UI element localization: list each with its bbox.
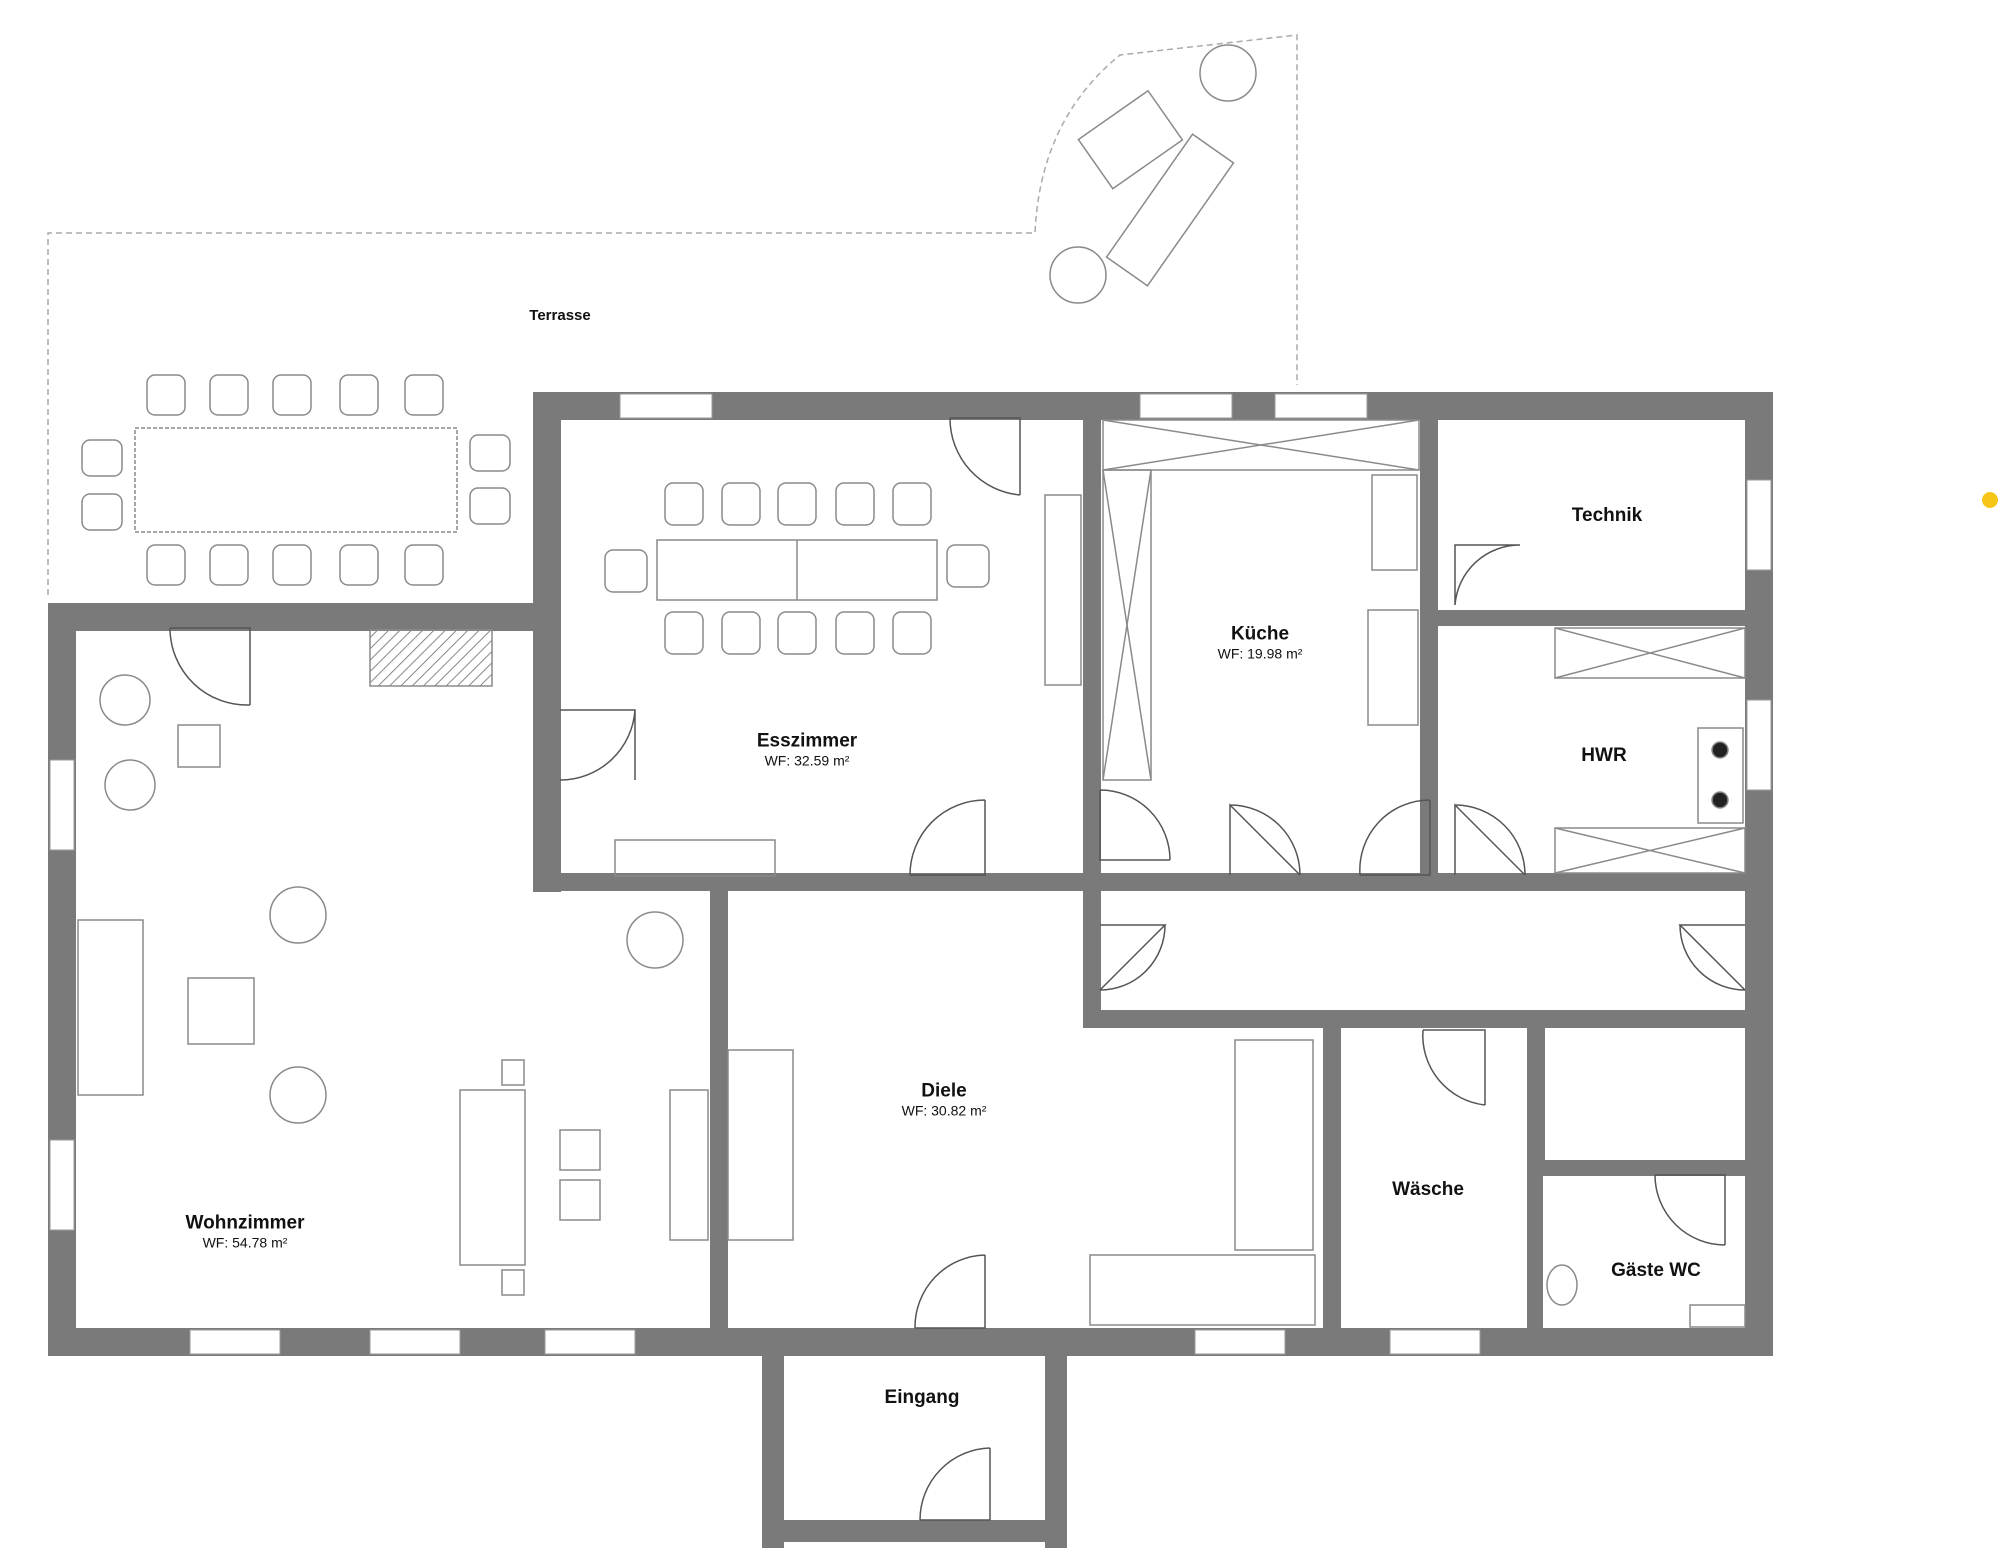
room-label-diele: Diele WF: 30.82 m²	[902, 1081, 987, 1120]
furniture	[77, 44, 1746, 1328]
room-name: Eingang	[884, 1387, 960, 1408]
room-label-technik: Technik	[1572, 505, 1642, 527]
room-area: WF: 30.82 m²	[901, 1102, 987, 1119]
room-label-hwr: HWR	[1581, 745, 1626, 767]
room-name: Esszimmer	[756, 730, 858, 752]
walls	[48, 392, 1773, 1548]
marker-dot	[1982, 492, 1998, 508]
room-name: Terrasse	[529, 307, 591, 324]
room-label-esszimmer: Esszimmer WF: 32.59 m²	[757, 731, 857, 770]
windows	[49, 393, 1772, 1355]
room-area: WF: 32.59 m²	[764, 752, 850, 769]
room-label-terrasse: Terrasse	[529, 307, 590, 325]
room-label-waesche: Wäsche	[1392, 1179, 1464, 1201]
room-label-gaeste-wc: Gäste WC	[1611, 1260, 1701, 1282]
room-name: Technik	[1571, 505, 1643, 526]
doors	[169, 417, 1746, 1521]
room-name: Wohnzimmer	[185, 1212, 305, 1234]
room-label-kueche: Küche WF: 19.98 m²	[1218, 624, 1303, 663]
room-name: Gäste WC	[1611, 1260, 1701, 1281]
room-label-wohnzimmer: Wohnzimmer WF: 54.78 m²	[186, 1213, 305, 1252]
room-name: Wäsche	[1392, 1179, 1464, 1200]
room-area: WF: 54.78 m²	[202, 1234, 288, 1251]
room-name: Diele	[921, 1080, 967, 1102]
room-name: HWR	[1581, 745, 1627, 766]
room-label-eingang: Eingang	[885, 1387, 960, 1409]
room-name: Küche	[1230, 623, 1290, 645]
terrace-outline	[47, 34, 1298, 595]
room-area: WF: 19.98 m²	[1217, 645, 1303, 662]
